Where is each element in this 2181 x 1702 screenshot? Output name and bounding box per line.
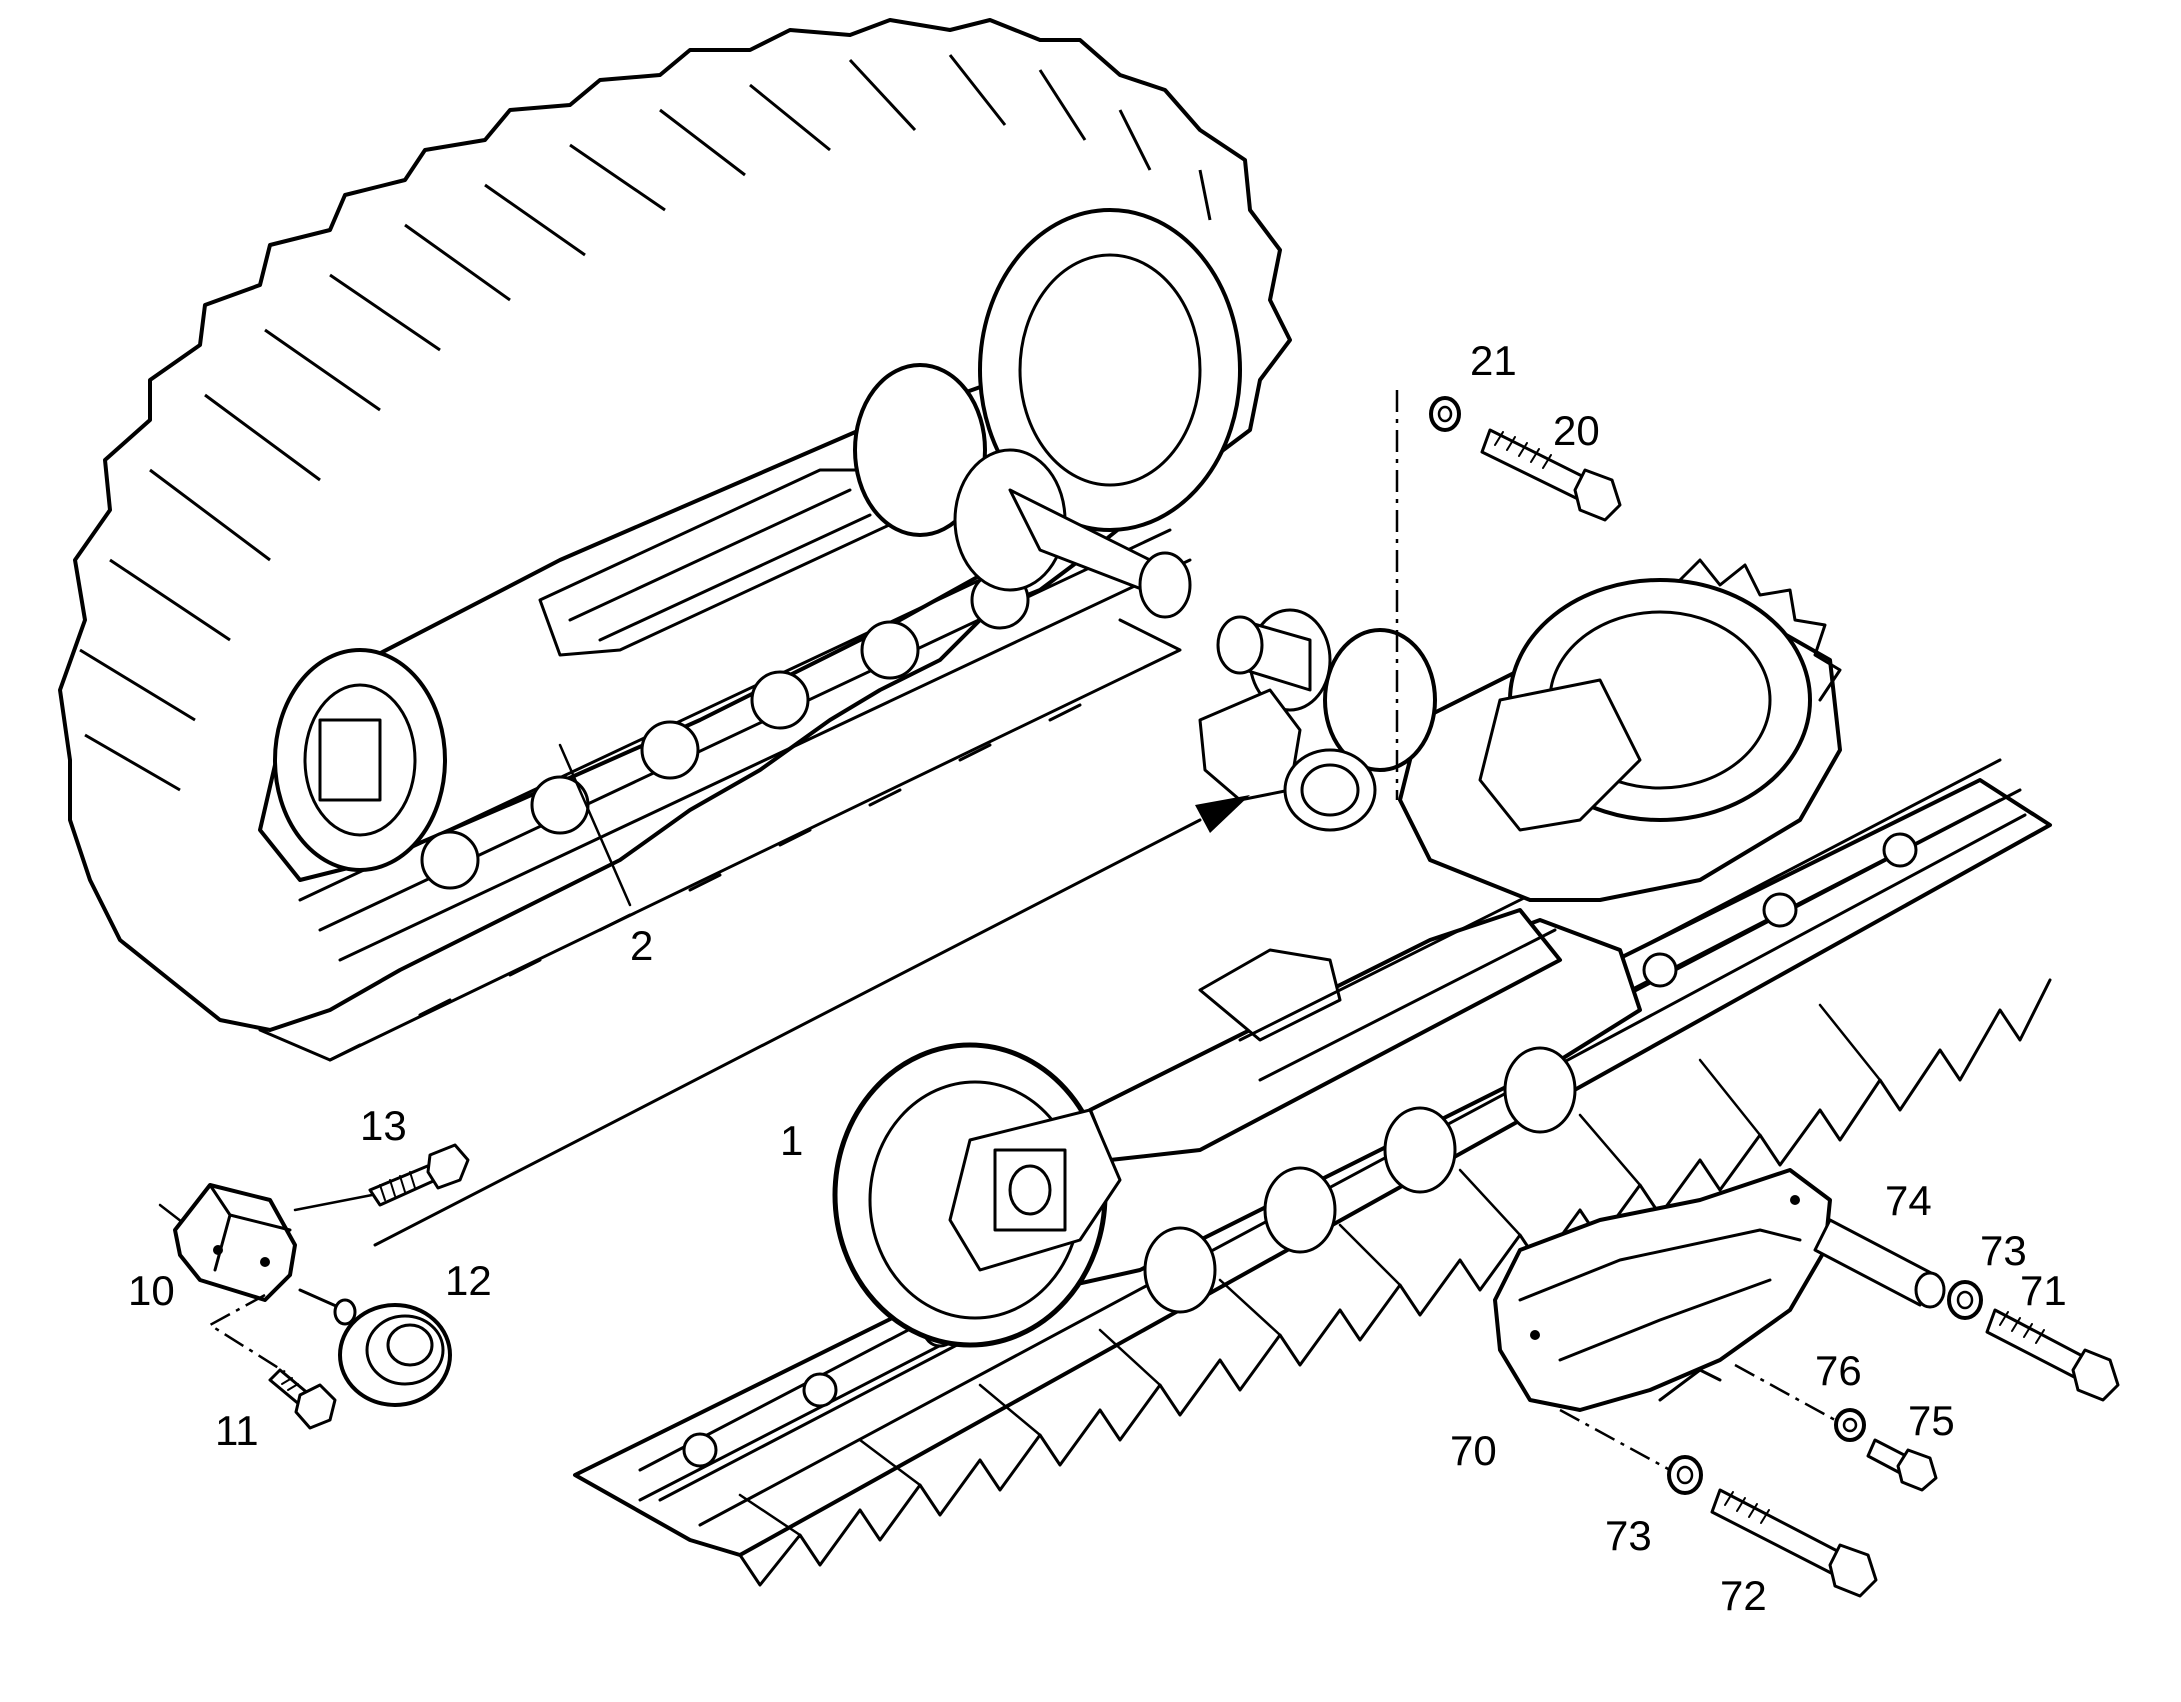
label-part-75: 75 [1908,1397,1955,1444]
label-part-73-upper: 73 [1980,1227,2027,1274]
label-part-74: 74 [1885,1177,1932,1224]
label-part-10: 10 [128,1267,175,1314]
label-part-76: 76 [1815,1347,1862,1394]
leader-lines-right [1559,1363,1836,1472]
washer-part-21 [1429,396,1461,432]
label-part-12: 12 [445,1257,492,1304]
leader-line-2 [558,743,632,907]
cover-part-70 [1493,1168,1832,1412]
upper-track-assembly [58,18,1292,1062]
lower-track-assembly [573,558,2052,1587]
bolt-part-72 [1710,1488,1878,1598]
washer-part-73-upper [1947,1280,1983,1320]
assembly-arrow [373,795,1250,1247]
bolt-part-13 [368,1143,470,1207]
roller-part-12 [298,1288,452,1407]
label-part-1: 1 [780,1117,803,1164]
tensioner-block-part-10 [158,1183,297,1302]
label-part-11: 11 [215,1407,259,1454]
leader-lines-left [207,1193,374,1374]
label-part-2: 2 [630,922,653,969]
washer-part-76 [1834,1408,1866,1442]
spacer-part-74 [1813,1218,1946,1309]
bolt-part-71 [1985,1308,2120,1402]
label-part-73-lower: 73 [1605,1512,1652,1559]
part-labels: 1 2 10 11 12 13 20 21 70 71 72 73 73 74 … [128,337,2067,1619]
bolt-part-75 [1866,1438,1938,1492]
bolt-part-20 [1480,428,1622,522]
label-part-20: 20 [1553,407,1600,454]
label-part-72: 72 [1720,1572,1767,1619]
label-part-71: 71 [2020,1267,2067,1314]
label-part-13: 13 [360,1102,407,1149]
bolt-part-11 [268,1368,337,1430]
label-part-21: 21 [1470,337,1517,384]
label-part-70: 70 [1450,1427,1497,1474]
washer-part-73-lower [1667,1455,1703,1495]
